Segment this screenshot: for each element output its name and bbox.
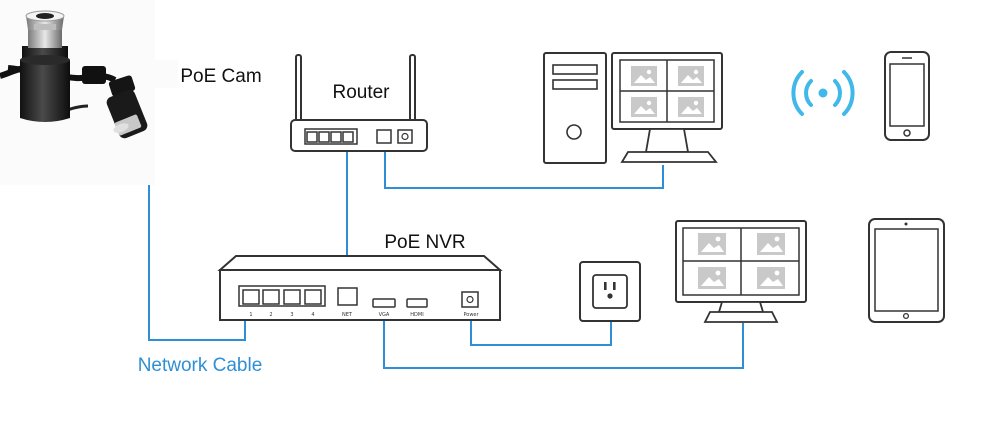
cable-router-to-pc xyxy=(384,145,664,189)
camera-inline-module xyxy=(82,66,106,84)
pc-drive-bay-2 xyxy=(552,79,598,90)
smartphone-icon xyxy=(884,51,930,141)
cable-vga-to-monitor xyxy=(383,312,744,369)
nvr-port-label-1: 1 xyxy=(249,312,252,318)
nvr-port-label-3: 3 xyxy=(290,312,293,318)
poe-camera xyxy=(0,0,155,185)
cables xyxy=(148,90,744,369)
tablet-icon xyxy=(868,218,945,323)
nvr-vga-port xyxy=(372,298,396,308)
nvr-port-label-2: 2 xyxy=(269,312,272,318)
router-wan-port xyxy=(376,129,392,144)
camera-photo-edge xyxy=(150,60,178,88)
power-outlet-icon xyxy=(579,261,641,322)
router-power-jack xyxy=(401,132,409,141)
wifi-signal-icon xyxy=(791,70,855,116)
nvr-power-jack xyxy=(466,295,474,304)
nvr-monitor-image-tiles xyxy=(698,233,785,289)
cable-power-to-outlet xyxy=(470,316,612,346)
poe-cam-label: PoE Cam xyxy=(180,66,261,87)
nvr-port-label-4: 4 xyxy=(311,312,314,318)
nvr-port-label-power: Power xyxy=(463,312,479,318)
camera-rj45-connector xyxy=(106,75,148,139)
nvr-hdmi-port xyxy=(406,298,428,308)
router xyxy=(290,54,428,152)
pc-monitor-stand xyxy=(620,151,718,163)
nvr-port-label-hdmi: HDMI xyxy=(410,312,423,318)
network-cable-label: Network Cable xyxy=(138,355,263,376)
router-antenna-right xyxy=(409,54,416,124)
nvr-port-label-net: NET xyxy=(342,312,353,318)
router-lan-ports xyxy=(304,128,358,145)
nvr-poe-ports xyxy=(238,285,326,307)
nvr-monitor xyxy=(675,220,807,323)
nvr-monitor-stand xyxy=(703,311,779,323)
nvr-monitor-neck xyxy=(717,301,765,313)
nvr-net-port xyxy=(337,287,358,306)
router-antenna-left xyxy=(295,54,302,124)
poe-nvr xyxy=(217,255,503,321)
pc-power-button xyxy=(566,124,582,140)
poe-nvr-label: PoE NVR xyxy=(384,232,465,253)
router-label: Router xyxy=(332,82,390,103)
pc-drive-bay-1 xyxy=(552,64,598,75)
cable-camera-to-nvr xyxy=(148,90,246,341)
camera-body xyxy=(20,10,70,122)
nvr-top-panel xyxy=(217,255,503,271)
pc-monitor-image-tiles xyxy=(631,66,704,117)
nvr-port-label-vga: VGA xyxy=(379,312,390,318)
pc-monitor-neck xyxy=(644,128,690,153)
